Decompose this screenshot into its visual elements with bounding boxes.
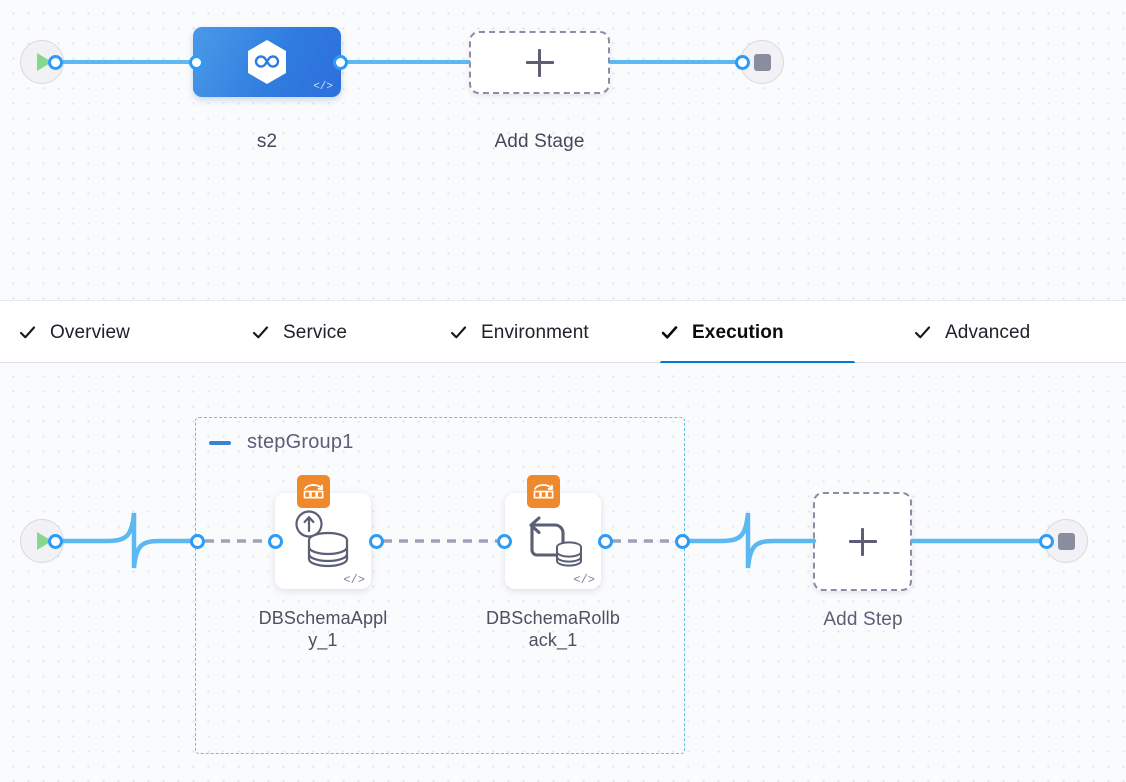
stage-node-s2[interactable]: </> [193, 27, 341, 97]
execution-graph-canvas[interactable]: stepGroup1 [0, 363, 1126, 782]
step2-output-port[interactable] [598, 534, 613, 549]
database-rollback-icon [505, 509, 601, 575]
start-circle [20, 519, 64, 563]
step1-label-line1: DBSchemaAppl [258, 608, 388, 628]
step-group-container[interactable]: stepGroup1 [195, 417, 685, 754]
step-group-output-port[interactable] [675, 534, 690, 549]
check-icon [660, 323, 679, 342]
stage-graph-canvas[interactable]: </> s2 Add Stage [0, 0, 1126, 300]
execution-wires [59, 512, 1046, 569]
stage-code-icon[interactable]: </> [313, 81, 333, 93]
end-input-port[interactable] [735, 55, 750, 70]
tab-label: Environment [481, 321, 589, 343]
add-stage-button[interactable] [469, 31, 610, 94]
check-icon [18, 323, 37, 342]
execution-end-port[interactable] [1039, 534, 1054, 549]
step-group-title: stepGroup1 [247, 431, 354, 453]
minus-icon[interactable] [209, 440, 231, 445]
tab-label: Advanced [945, 321, 1031, 343]
stage-label: s2 [256, 131, 278, 152]
db-schema-badge-icon [527, 475, 560, 508]
tab-overview[interactable]: Overview [18, 301, 130, 364]
step2-label-line1: DBSchemaRollb [485, 608, 620, 628]
step2-label-line2: ack_1 [528, 629, 578, 650]
db-schema-badge-icon [297, 475, 330, 508]
step1-label: DBSchemaAppl y_1 [238, 608, 408, 652]
step-node-dbschemarollback[interactable]: </> [505, 475, 601, 589]
execution-start-port[interactable] [48, 534, 63, 549]
stage-wires [62, 60, 742, 64]
check-icon [449, 323, 468, 342]
harness-hexagon-icon [248, 40, 286, 84]
step-group-header[interactable]: stepGroup1 [209, 431, 354, 454]
tab-service[interactable]: Service [251, 301, 347, 364]
step-code-icon[interactable]: </> [573, 573, 595, 587]
tab-advanced[interactable]: Advanced [913, 301, 1030, 364]
step-group-input-port[interactable] [190, 534, 205, 549]
step1-input-port[interactable] [268, 534, 283, 549]
step2-label: DBSchemaRollb ack_1 [468, 608, 638, 652]
stop-icon [1057, 532, 1075, 550]
plus-icon [848, 527, 877, 556]
stage-output-port[interactable] [333, 55, 348, 70]
check-icon [251, 323, 270, 342]
tab-label: Execution [692, 321, 784, 343]
add-stage-label: Add Stage [494, 131, 585, 152]
start-output-port[interactable] [48, 55, 63, 70]
stage-input-port[interactable] [189, 55, 204, 70]
tab-underline [660, 361, 855, 364]
step1-label-line2: y_1 [308, 629, 338, 650]
database-apply-icon [275, 509, 371, 575]
execution-start-node[interactable] [20, 519, 64, 563]
play-icon [36, 53, 52, 71]
stage-config-tabs: Overview Service Environment Execution [0, 300, 1126, 364]
stop-icon [753, 53, 771, 71]
play-icon [36, 532, 52, 550]
step-code-icon[interactable]: </> [343, 573, 365, 587]
check-icon [913, 323, 932, 342]
step-node-dbschemaapply[interactable]: </> [275, 475, 371, 589]
step1-output-port[interactable] [369, 534, 384, 549]
step2-input-port[interactable] [497, 534, 512, 549]
tab-execution[interactable]: Execution [660, 301, 855, 364]
tab-environment[interactable]: Environment [449, 301, 589, 364]
tab-label: Service [283, 321, 348, 343]
tab-label: Overview [50, 321, 130, 343]
plus-icon [525, 48, 554, 77]
add-step-label: Add Step [823, 609, 903, 630]
